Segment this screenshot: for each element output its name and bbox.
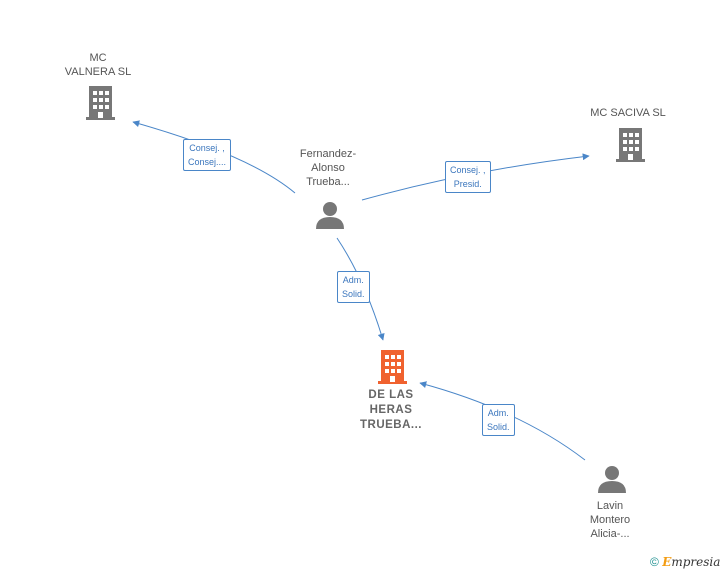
fernandez-label-line1: Fernandez- <box>299 148 357 160</box>
de-las-heras-label-line1: DE LAS <box>368 389 414 401</box>
person-icon[interactable] <box>597 464 627 494</box>
edge-label-line1: Consej. , <box>450 165 486 175</box>
empresia-watermark: © Empresia <box>650 555 720 569</box>
copyright-symbol: © <box>650 555 659 569</box>
mc-saciva-label[interactable]: MC SACIVA SL <box>590 107 666 119</box>
edge-label-line2: Presid. <box>453 179 482 189</box>
lavin-label-line1: Lavin <box>596 500 624 512</box>
edge-fernandez-to-mc-valnera <box>132 120 296 194</box>
mc-valnera-label-line2: VALNERA SL <box>64 66 132 78</box>
building-icon[interactable] <box>614 126 647 162</box>
edge-label-adm-solid[interactable]: Adm. Solid. <box>482 404 515 436</box>
de-las-heras-label-line3: TRUEBA... <box>360 419 422 431</box>
edge-label-line2: Solid. <box>342 289 365 299</box>
fernandez-label-line2: Alonso <box>311 162 345 174</box>
edge-label-line1: Consej. , <box>189 143 225 153</box>
building-icon[interactable] <box>84 84 117 120</box>
person-icon[interactable] <box>315 200 345 230</box>
de-las-heras-label[interactable]: DE LAS HERAS TRUEBA... <box>341 388 441 433</box>
edge-label-consej-consej[interactable]: Consej. , Consej.... <box>183 139 232 171</box>
empresia-logo: Empresia <box>662 555 721 569</box>
edge-label-line1: Adm. <box>487 408 509 418</box>
lavin-label[interactable]: Lavin Montero Alicia-... <box>560 499 660 541</box>
edge-label-consej-presid[interactable]: Consej. , Presid. <box>445 161 491 193</box>
de-las-heras-label-line2: HERAS <box>369 404 413 416</box>
edge-label-adm-solid[interactable]: Adm. Solid. <box>337 271 370 303</box>
lavin-label-line2: Montero <box>589 514 631 526</box>
edge-label-line2: Solid. <box>487 422 510 432</box>
mc-valnera-label[interactable]: MC VALNERA SL <box>48 51 148 79</box>
edge-label-line2: Consej.... <box>188 157 227 167</box>
lavin-label-line3: Alicia-... <box>590 528 630 540</box>
fernandez-label-line3: Trueba... <box>306 176 350 188</box>
edge-label-line1: Adm. <box>342 275 364 285</box>
mc-valnera-label-line1: MC <box>89 52 107 64</box>
building-icon[interactable] <box>376 348 409 384</box>
fernandez-label[interactable]: Fernandez- Alonso Trueba... <box>278 147 378 189</box>
